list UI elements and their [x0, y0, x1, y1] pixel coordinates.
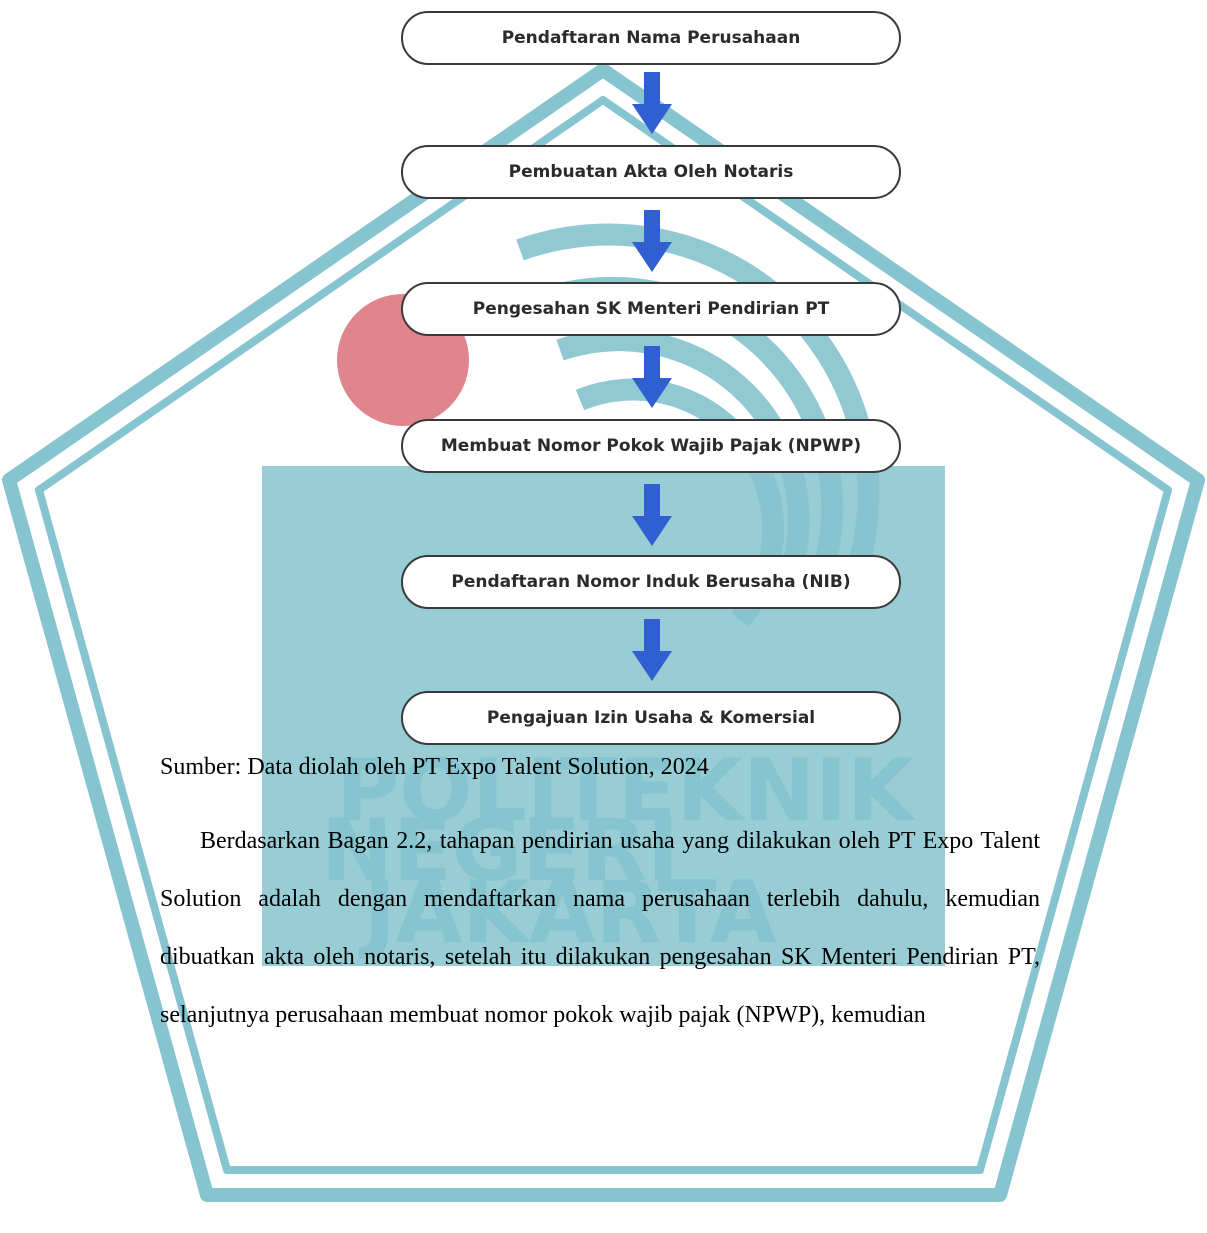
- flow-step: Pengajuan Izin Usaha & Komersial: [401, 691, 901, 745]
- down-arrow-icon: [632, 346, 672, 408]
- flow-step: Membuat Nomor Pokok Wajib Pajak (NPWP): [401, 419, 901, 473]
- body-paragraph: Berdasarkan Bagan 2.2, tahapan pendirian…: [160, 828, 1040, 1028]
- flow-step: Pengesahan SK Menteri Pendirian PT: [401, 282, 901, 336]
- source-caption: Sumber: Data diolah oleh PT Expo Talent …: [160, 754, 709, 780]
- pentagon-frame-inner: [35, 96, 1172, 1174]
- flow-step: Pendaftaran Nomor Induk Berusaha (NIB): [401, 555, 901, 609]
- watermark-line: JAKARTA: [359, 863, 777, 963]
- watermark-line: NEGERI: [321, 801, 679, 901]
- down-arrow-icon: [632, 210, 672, 272]
- flow-step: Pembuatan Akta Oleh Notaris: [401, 145, 901, 199]
- flow-step: Pendaftaran Nama Perusahaan: [401, 11, 901, 65]
- down-arrow-icon: [632, 72, 672, 134]
- down-arrow-icon: [632, 484, 672, 546]
- watermark-line: POLITEKNIK: [336, 741, 917, 841]
- down-arrow-icon: [632, 619, 672, 681]
- pentagon-frame-outer: [2, 63, 1205, 1202]
